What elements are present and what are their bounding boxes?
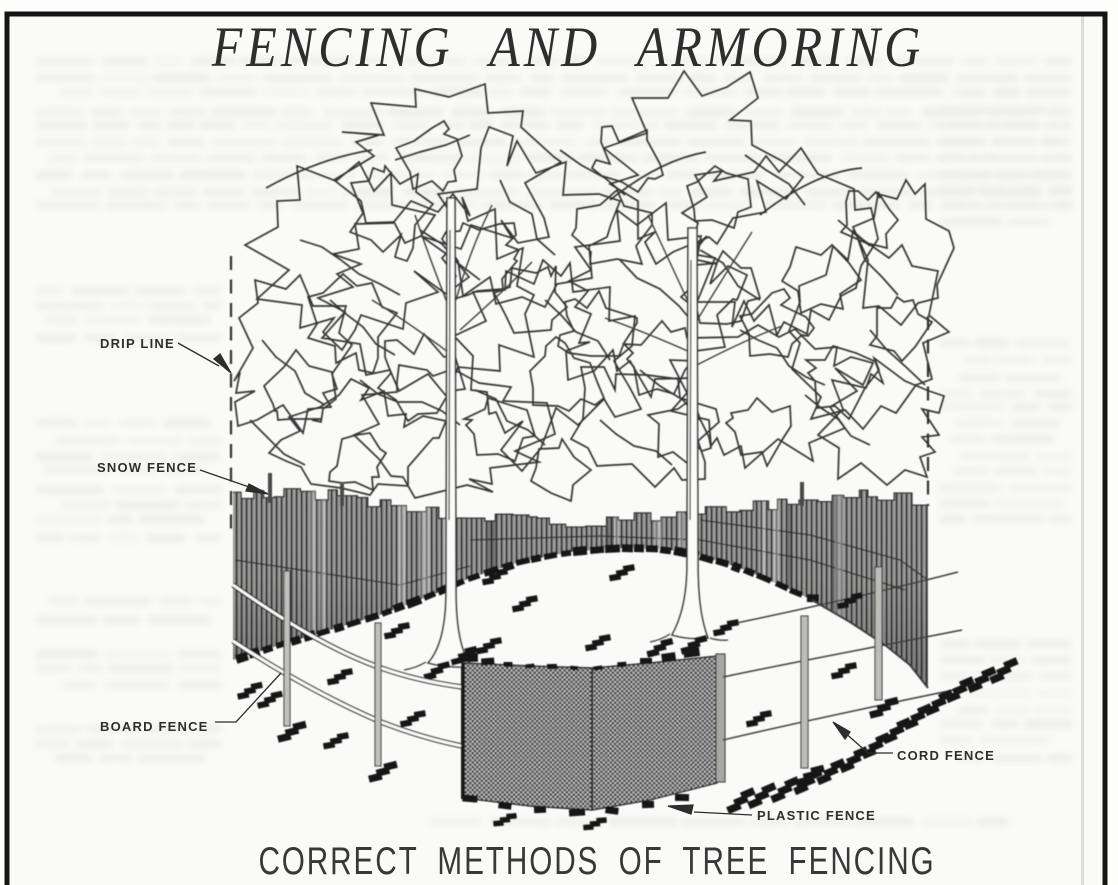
svg-text:DRIP LINE: DRIP LINE	[100, 336, 175, 351]
svg-text:SNOW FENCE: SNOW FENCE	[97, 460, 197, 475]
svg-text:BOARD FENCE: BOARD FENCE	[100, 719, 209, 734]
svg-text:CORRECT METHODS OF TREE FENCIN: CORRECT METHODS OF TREE FENCING	[258, 840, 935, 883]
svg-text:CORD FENCE: CORD FENCE	[897, 748, 995, 763]
svg-text:FENCING AND ARMORING: FENCING AND ARMORING	[211, 15, 924, 79]
svg-text:PLASTIC FENCE: PLASTIC FENCE	[757, 808, 876, 823]
